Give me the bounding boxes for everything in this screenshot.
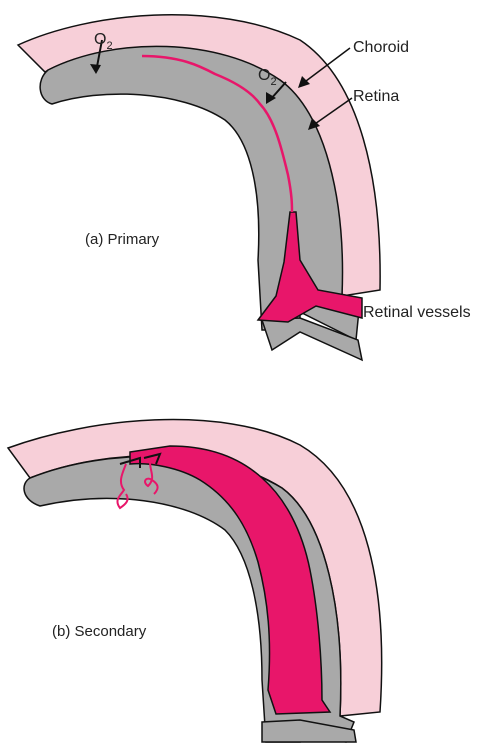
panel-secondary: (b) Secondary [8,420,382,742]
caption-primary: (a) Primary [85,231,160,248]
retina-label: Retina [353,88,399,105]
choroid-label: Choroid [353,39,409,56]
caption-secondary: (b) Secondary [52,623,147,640]
panel-primary: O2 O2 Choroid Retina Retinal vessels (a)… [18,15,471,360]
retinal-vessels-label: Retinal vessels [363,304,471,321]
